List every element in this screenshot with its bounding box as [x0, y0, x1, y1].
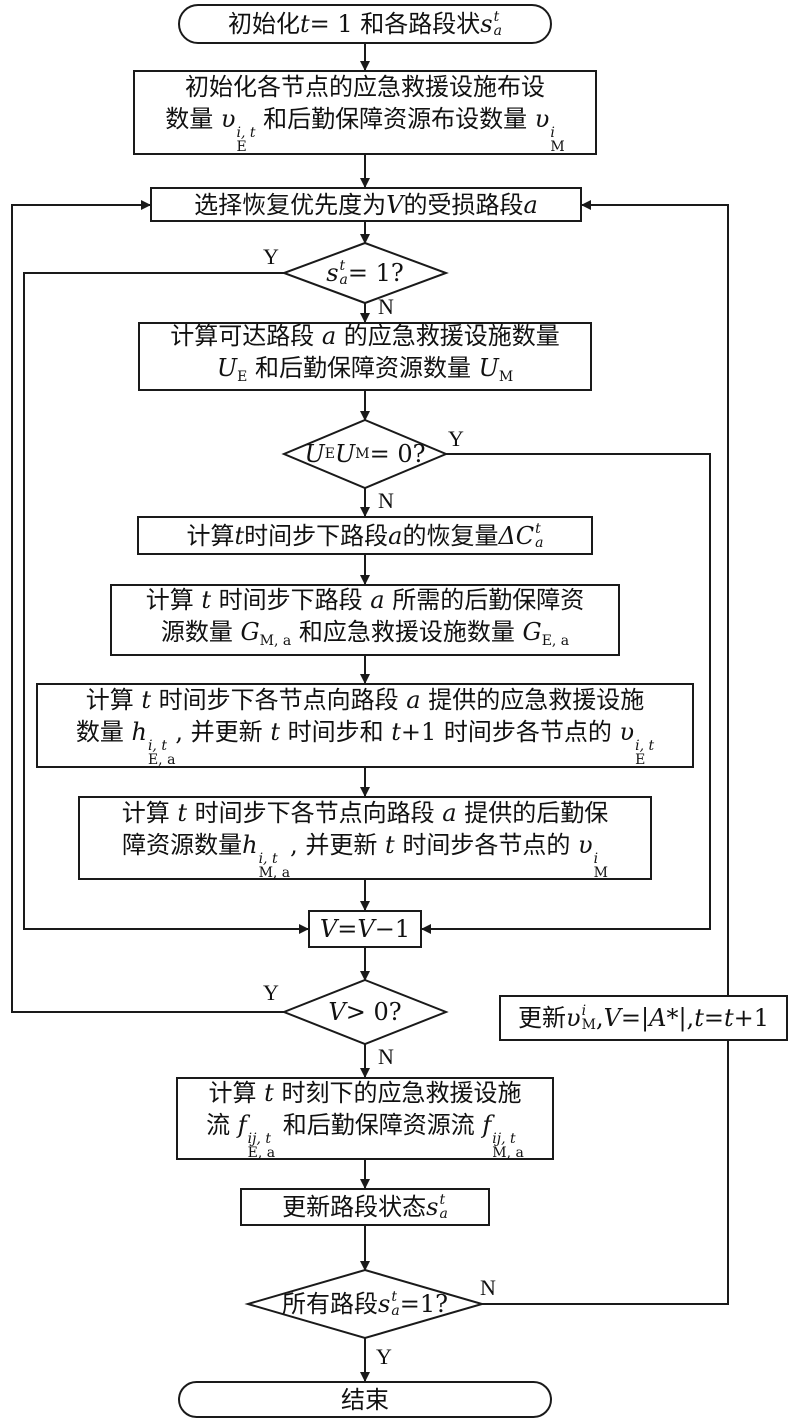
end-terminal: 结束 — [178, 1381, 552, 1418]
v-decrement-box: V = V−1 — [308, 910, 422, 948]
arrow-d1-yes — [23, 272, 309, 934]
label-d3-yes: Y — [263, 980, 279, 1005]
calc-reachable-box: 计算可达路段 a 的应急救援设施数量 UE 和后勤保障资源数量 UM — [138, 322, 592, 391]
arrow-d3-yes — [11, 200, 284, 1013]
label-d2-yes: Y — [448, 426, 464, 451]
arrow-d2-yes — [421, 453, 711, 934]
select-box: 选择恢复优先度为 V 的受损路段 a — [150, 187, 582, 222]
label-d1-no: N — [378, 294, 394, 319]
label-d2-no: N — [378, 488, 394, 513]
arrow-d4-no — [482, 1041, 729, 1305]
arrow-update-select — [581, 200, 729, 995]
need-box: 计算 t 时间步下路段 a 所需的后勤保障资 源数量 GM, a 和应急救援设施… — [110, 584, 620, 656]
label-d4-no: N — [480, 1275, 496, 1300]
decision-d3-text: V > 0? — [328, 998, 402, 1026]
label-d1-yes: Y — [263, 244, 279, 269]
label-d3-no: N — [378, 1044, 394, 1069]
label-d4-yes: Y — [376, 1344, 392, 1369]
